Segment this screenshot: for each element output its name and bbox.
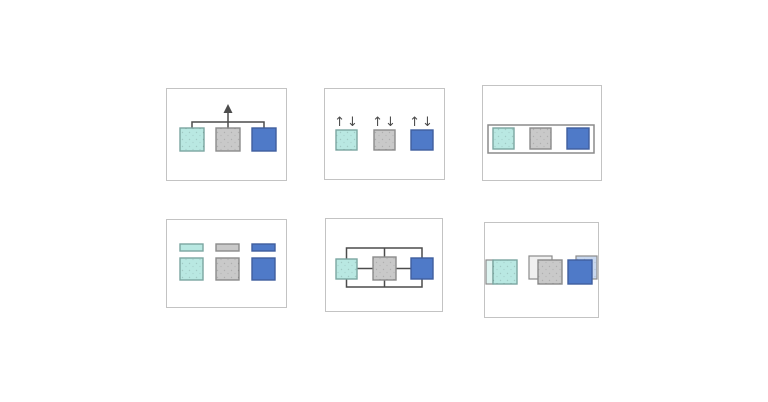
panel-grouped-row bbox=[482, 85, 602, 181]
node-connector-lines bbox=[345, 247, 423, 288]
blue-square bbox=[567, 259, 593, 285]
blue-square bbox=[410, 257, 434, 280]
speckle-texture bbox=[216, 258, 239, 280]
speckle-texture bbox=[530, 128, 551, 149]
teal-side-strip bbox=[485, 259, 494, 285]
up-down-arrows: ↑↓ bbox=[409, 115, 435, 130]
panel-connected-nodes bbox=[325, 218, 443, 312]
up-down-arrows: ↑↓ bbox=[334, 115, 360, 130]
speckle-texture bbox=[493, 128, 514, 149]
panel-up-down-arrows: ↑↓ ↑↓ ↑↓ bbox=[324, 88, 445, 180]
grouped-row-icon bbox=[487, 124, 595, 154]
panel-overlapping-squares bbox=[484, 222, 599, 318]
group-container-frame bbox=[487, 124, 595, 154]
connected-nodes-icon bbox=[335, 247, 434, 288]
speckle-texture bbox=[336, 130, 357, 150]
speckle-texture bbox=[374, 130, 395, 150]
speckle-texture bbox=[493, 260, 517, 284]
blue-square bbox=[566, 127, 590, 150]
blue-square bbox=[251, 257, 276, 281]
speckle-texture bbox=[180, 128, 204, 151]
blue-square bbox=[410, 129, 434, 151]
bracket-connector-line bbox=[191, 111, 265, 128]
up-down-arrows: ↑↓ bbox=[372, 115, 398, 130]
speckle-texture bbox=[180, 258, 203, 280]
overlapping-squares-icon bbox=[485, 255, 598, 285]
speckle-texture bbox=[216, 128, 240, 151]
teal-bar bbox=[179, 243, 204, 252]
up-arrow-head bbox=[223, 104, 233, 113]
speckle-texture bbox=[336, 259, 357, 279]
up-down-arrows-icon: ↑↓ ↑↓ ↑↓ bbox=[334, 115, 435, 151]
panel-merge-up-arrow bbox=[166, 88, 287, 181]
bars-over-squares-icon bbox=[179, 243, 276, 281]
speckle-texture bbox=[373, 257, 396, 280]
blue-bar bbox=[251, 243, 276, 252]
merge-up-arrow-icon bbox=[179, 104, 277, 152]
blue-square bbox=[251, 127, 277, 152]
gray-bar bbox=[215, 243, 240, 252]
panel-bars-over-squares bbox=[166, 219, 287, 308]
speckle-texture bbox=[538, 260, 562, 284]
